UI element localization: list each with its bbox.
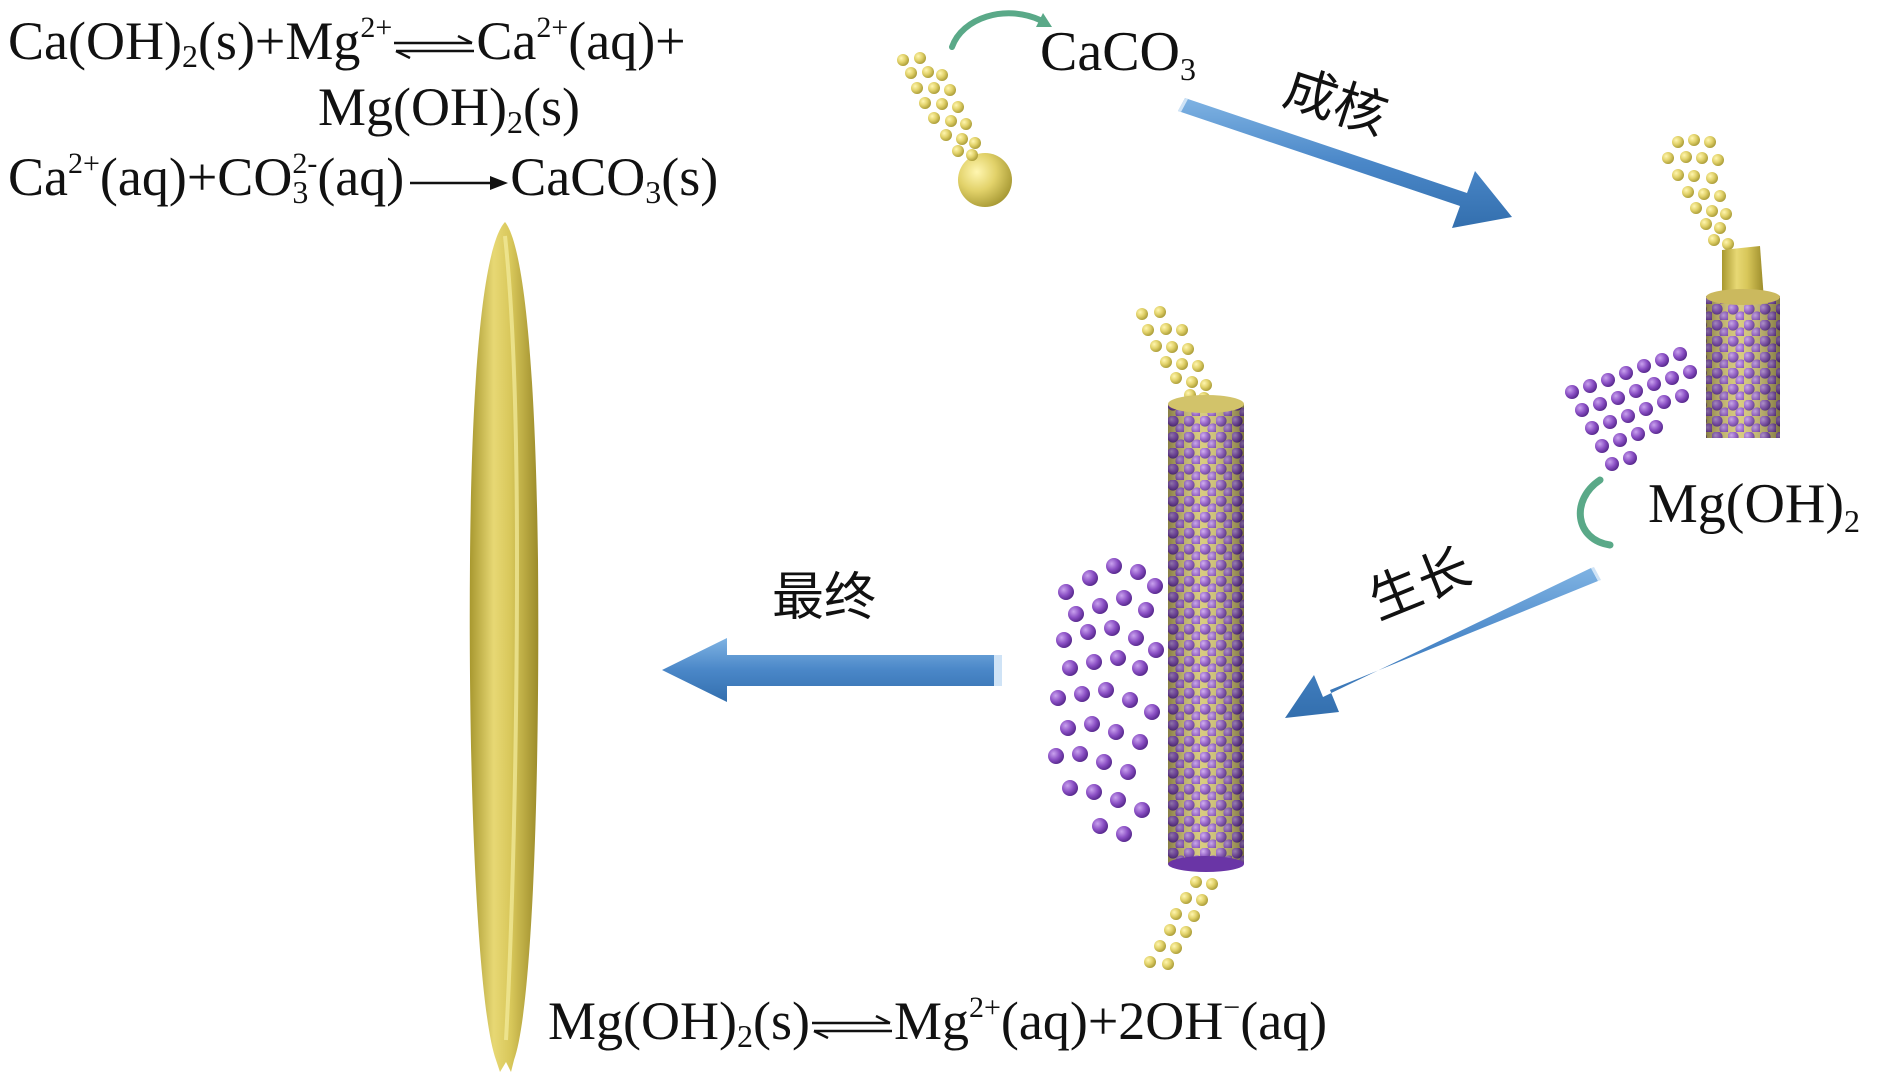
arrow-final xyxy=(662,638,1002,702)
equation-1: Ca(OH)2(s)+Mg2+ Ca2+(aq)+ xyxy=(8,11,686,74)
mgoh2-label: Mg(OH)2 xyxy=(1648,473,1860,539)
caco3-rod xyxy=(469,222,539,1072)
caco3-label: CaCO3 xyxy=(1040,21,1196,87)
final-label: 最终 xyxy=(772,568,877,628)
equilibrium-arrow-icon xyxy=(811,1014,892,1039)
arrow-nucleation xyxy=(1178,98,1512,228)
caco3-nucleus xyxy=(897,10,1052,207)
equation-2: Ca2+(aq)+CO32-(aq) CaCO3(s) xyxy=(8,147,719,210)
equation-3: Mg(OH)2(s) Mg2+(aq)+2OH−(aq) xyxy=(548,991,1328,1054)
arrow-growth xyxy=(1285,567,1601,718)
mgoh2-rod-stage xyxy=(1048,306,1244,970)
mgoh2-growth-stage xyxy=(1565,134,1780,549)
equilibrium-arrow-icon xyxy=(394,34,475,59)
reaction-arrow-icon xyxy=(410,175,509,190)
equation-1-continued: Mg(OH)2(s) xyxy=(318,77,580,140)
